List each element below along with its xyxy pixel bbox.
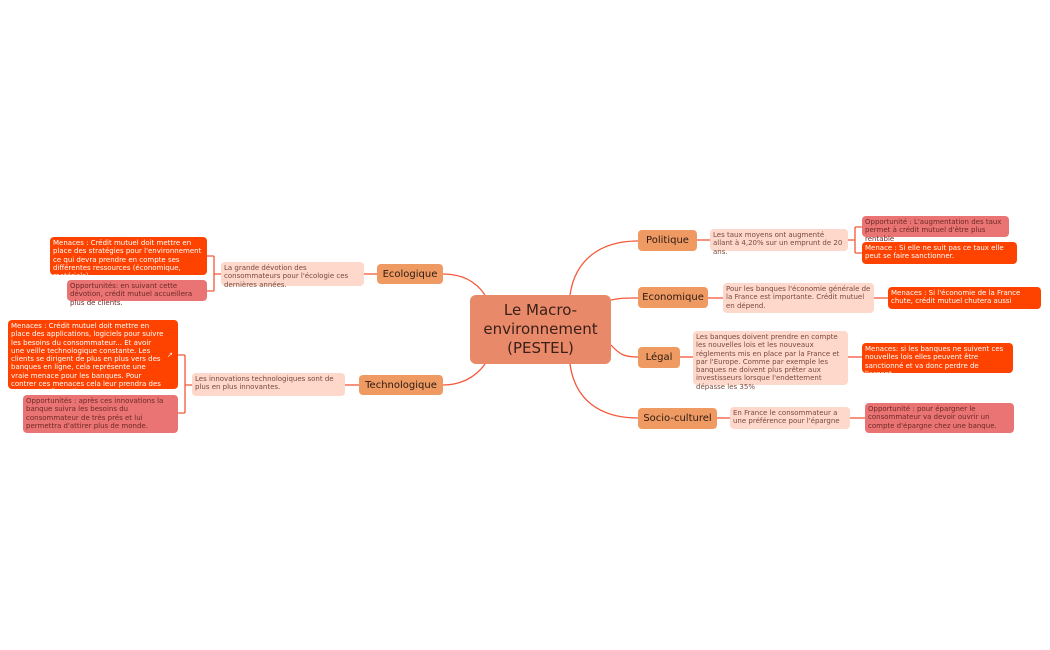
- politique-opportunity[interactable]: Opportunité : L'augmentation des taux pe…: [862, 216, 1009, 243]
- economique-description[interactable]: Pour les banques l'économie générale de …: [723, 283, 874, 313]
- legal-description[interactable]: Les banques doivent prendre en compte le…: [693, 331, 848, 391]
- topic-economique[interactable]: Economique: [638, 287, 708, 308]
- topic-technologique[interactable]: Technologique: [359, 375, 443, 395]
- topic-ecologique[interactable]: Ecologique: [377, 264, 443, 284]
- topic-legal[interactable]: Légal: [638, 347, 680, 368]
- ecologique-opportunity[interactable]: Opportunités: en suivant cette dévotion,…: [67, 280, 207, 307]
- socio-opportunity[interactable]: Opportunité : pour épargner le consommat…: [865, 403, 1014, 433]
- ecologique-threat[interactable]: Menaces : Crédit mutuel doit mettre en p…: [50, 237, 207, 280]
- ecologique-description[interactable]: La grande dévotion des consommateurs pou…: [221, 262, 364, 289]
- topic-politique[interactable]: Politique: [638, 230, 697, 251]
- socio-description[interactable]: En France le consommateur a une préféren…: [730, 407, 850, 429]
- politique-description[interactable]: Les taux moyens ont augmenté allant à 4,…: [710, 229, 848, 256]
- central-topic[interactable]: Le Macro-environnement (PESTEL): [470, 295, 611, 364]
- technologique-opportunity[interactable]: Opportunités : après ces innovations la …: [23, 395, 178, 433]
- central-topic-text: Le Macro-environnement (PESTEL): [483, 301, 598, 357]
- external-link-icon[interactable]: ↗: [167, 351, 173, 359]
- legal-threat[interactable]: Menaces: si les banques ne suivent ces n…: [862, 343, 1013, 378]
- topic-socio-culturel[interactable]: Socio-culturel: [638, 408, 717, 429]
- technologique-threat[interactable]: Menaces : Crédit mutuel doit mettre en p…: [8, 320, 178, 396]
- technologique-description[interactable]: Les innovations technologiques sont de p…: [192, 373, 345, 396]
- economique-threat[interactable]: Menaces : Si l'économie de la France chu…: [888, 287, 1041, 309]
- politique-threat[interactable]: Menace : Si elle ne suit pas ce taux ell…: [862, 242, 1017, 264]
